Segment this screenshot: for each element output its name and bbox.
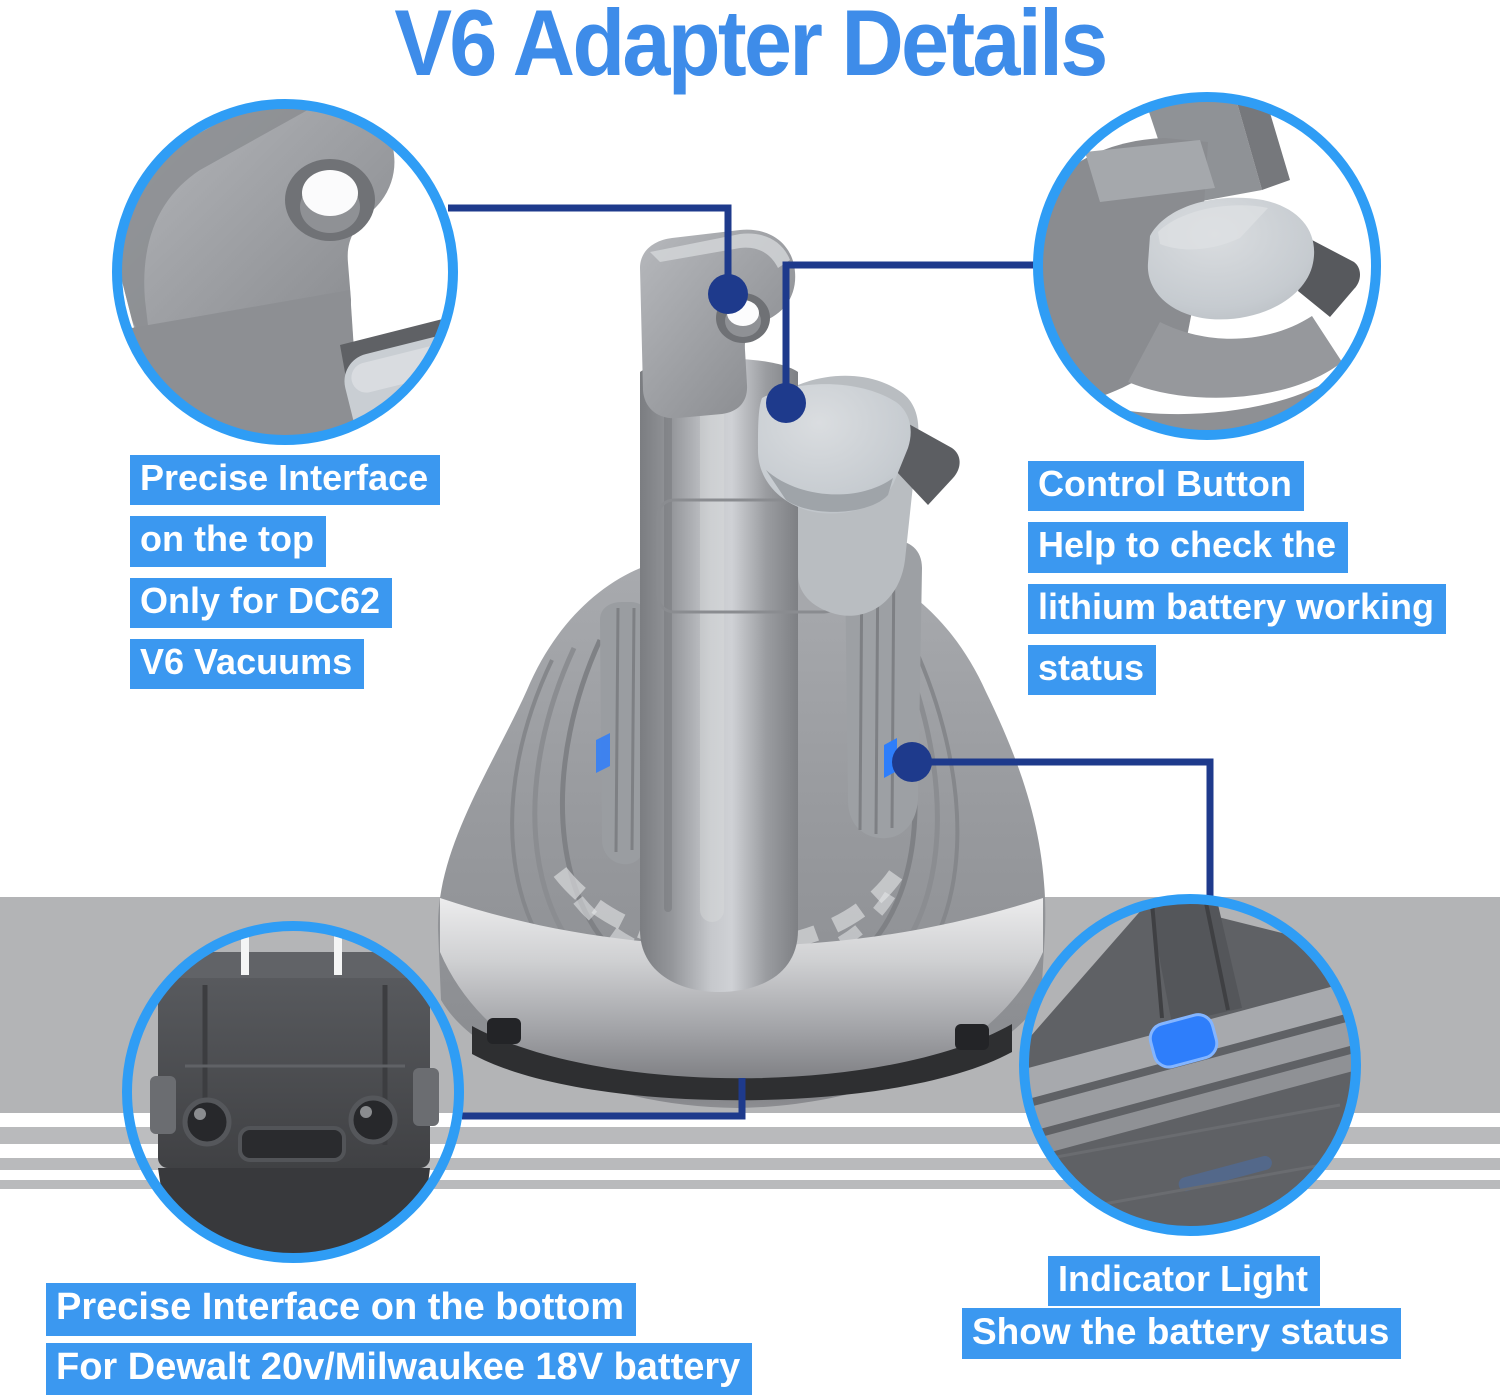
connector-bottom-left [462, 1078, 746, 1120]
callout-connectors [448, 204, 1214, 1120]
callout-circle-bottom-interface [122, 921, 464, 1263]
callout-ring [112, 99, 458, 445]
callout-label-bottom-interface: Precise Interface on the bottom For Dewa… [46, 1283, 753, 1395]
adapter-neck [640, 358, 798, 992]
chrome-base [440, 898, 1043, 1108]
connector-dot-control-button [766, 383, 806, 423]
callout-label-line: lithium battery working [1028, 583, 1447, 634]
button-slot [895, 418, 960, 505]
connector-bottom-right [912, 758, 1214, 897]
callout-label-line: on the top [130, 516, 326, 567]
indicator-dash-left [596, 733, 610, 773]
callout-circle-indicator-light [1019, 894, 1361, 1236]
callout-label-line: Precise Interface [130, 455, 441, 506]
callout-label-line: V6 Vacuums [130, 638, 365, 690]
indicator-led [1148, 1013, 1219, 1069]
deck-reflection [573, 891, 896, 976]
left-fin [600, 602, 650, 865]
callout-label-line: Precise Interface on the bottom [46, 1283, 637, 1336]
callout-label-top-interface: Precise Interface on the top Only for DC… [130, 455, 441, 700]
callout-circle-control-button [1033, 92, 1381, 440]
zoom-control-button [1038, 97, 1370, 435]
callout-label-line: status [1028, 644, 1157, 696]
connector-dot-indicator [892, 742, 932, 782]
page-title: V6 Adapter Details [394, 0, 1108, 95]
neck-highlight [700, 382, 724, 922]
connector-dot-top-interface [708, 274, 748, 314]
base-foot [955, 1024, 989, 1050]
callout-ring [122, 921, 464, 1263]
callout-ring [1019, 894, 1361, 1236]
adapter-product [437, 229, 1046, 1108]
deck-reflection [553, 860, 909, 956]
base-rim [472, 1024, 1012, 1101]
base-foot [487, 1018, 521, 1044]
callout-label-line: For Dewalt 20v/Milwaukee 18V battery [46, 1342, 753, 1395]
connector-top-left [448, 204, 732, 294]
fin-ribs [614, 607, 636, 853]
neck-shade [664, 392, 672, 912]
callout-label-indicator-light: Indicator Light [1048, 1256, 1320, 1307]
callout-label-line: Control Button [1028, 461, 1304, 512]
callout-label-line: Help to check the [1028, 522, 1349, 573]
connector-top-right [782, 261, 1038, 400]
callout-circle-top-interface [112, 99, 458, 445]
callout-label-line: Only for DC62 [130, 577, 393, 628]
callout-ring [1033, 92, 1381, 440]
button-lip [766, 470, 893, 512]
tab-bevel [650, 233, 790, 268]
callout-label-control-button: Control Button Help to check the lithium… [1028, 461, 1447, 706]
callout-label-indicator-light-line2: Show the battery status [962, 1308, 1402, 1360]
background-stripe [0, 1180, 1500, 1189]
